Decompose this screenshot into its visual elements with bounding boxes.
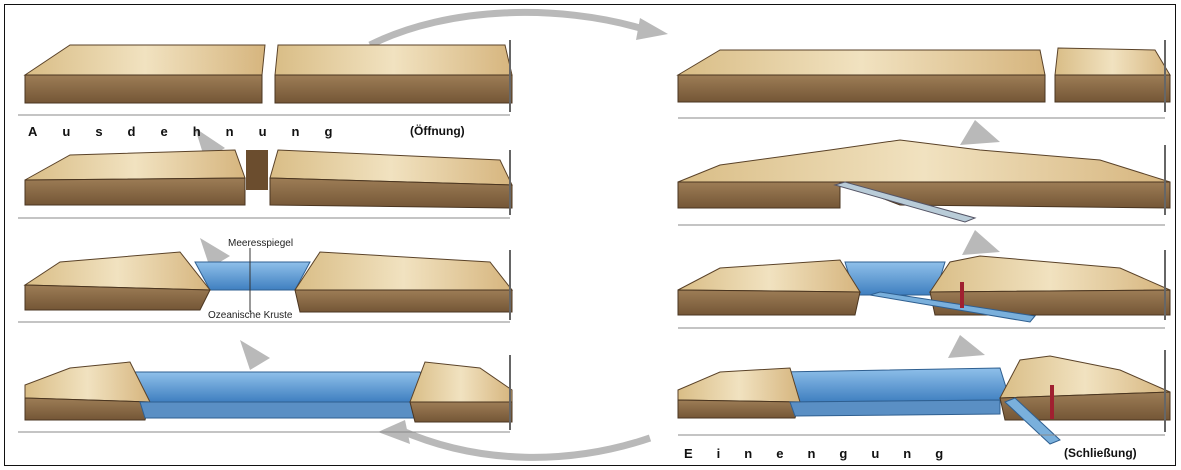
panel-right-1 [678, 40, 1170, 118]
panel-left-4 [18, 355, 512, 432]
sea-level-label: Meeresspiegel [228, 238, 293, 249]
panel-right-2 [678, 140, 1170, 225]
closing-label: Einengung [684, 446, 967, 461]
oceanic-crust-label: Ozeanische Kruste [208, 310, 293, 321]
panel-left-1 [18, 40, 512, 115]
panel-right-3 [678, 250, 1170, 328]
closing-note: (Schließung) [1064, 446, 1137, 460]
expansion-label: Ausdehnung [28, 124, 357, 139]
panel-left-2 [18, 150, 512, 218]
panel-right-4 [678, 350, 1170, 444]
expansion-note: (Öffnung) [410, 124, 465, 138]
